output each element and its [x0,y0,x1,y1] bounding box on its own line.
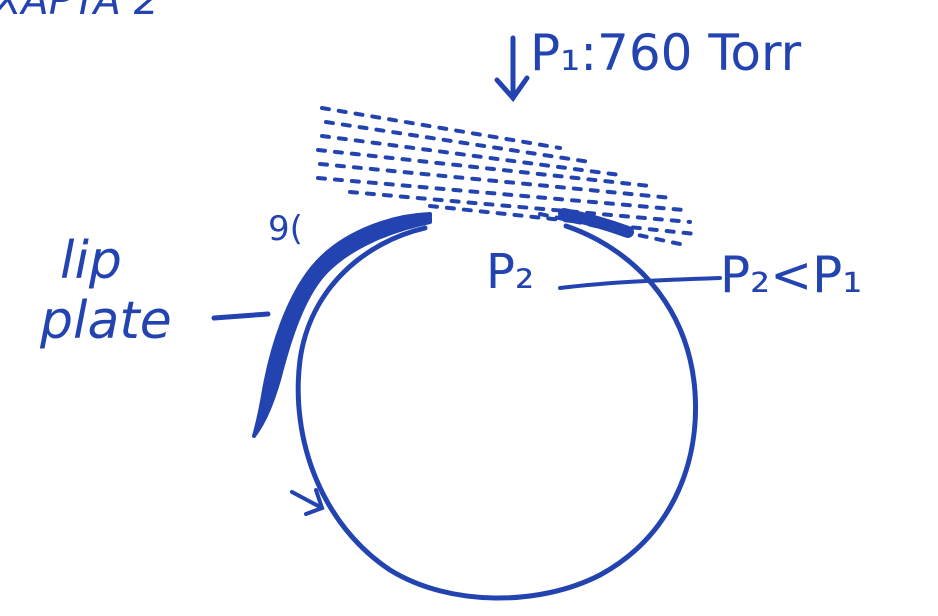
lip-label-line2: plate [39,291,172,351]
down-arrow-icon [494,35,530,103]
gap-mark: 9( [268,209,303,249]
pressure-connector-line [558,276,722,290]
header-fragment: XAPTA 2 [0,0,159,24]
atmosphere-pressure-label: P₁:760 Torr [530,24,802,82]
pressure-comparison-label: P₂<P₁ [720,246,862,304]
lip-plate-pointer [211,311,271,321]
lip-plate-shape [252,212,432,438]
flow-arrow-icon [290,488,325,516]
opening-right-lip [558,208,634,238]
inner-pressure-label: P₂ [486,244,534,300]
lip-label-line1: lip [60,231,122,291]
